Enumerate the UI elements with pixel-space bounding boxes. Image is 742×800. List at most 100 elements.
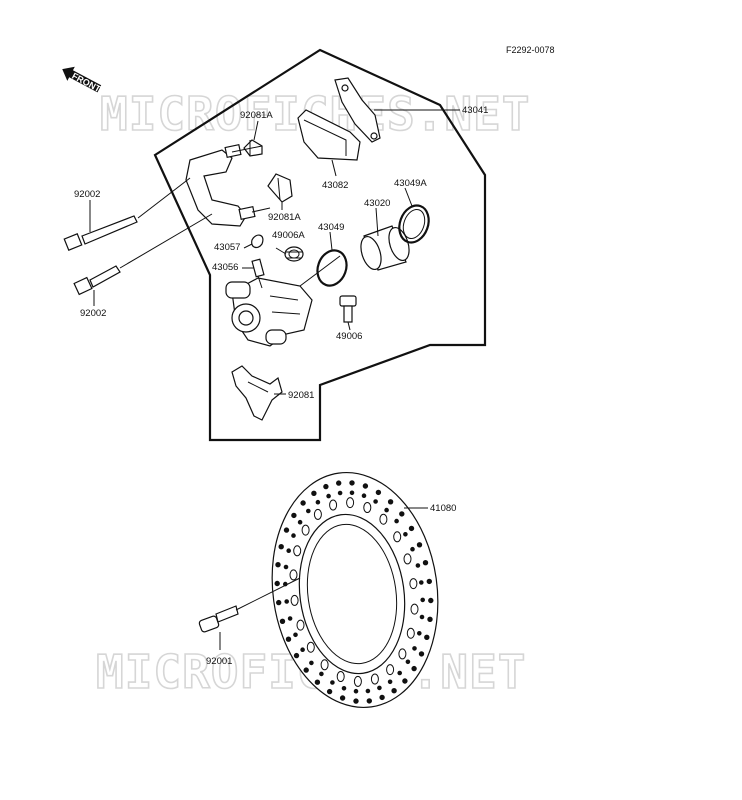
disc-hole (276, 599, 282, 606)
pad-spring-bottom (231, 365, 283, 421)
caliper-enclosure (153, 48, 487, 442)
disc-hole (403, 553, 412, 565)
label-92002-bottom: 92002 (80, 308, 106, 319)
disc-hole (422, 560, 429, 566)
disc-hole (275, 562, 281, 568)
piston-seal-outer (398, 204, 430, 244)
disc-hole (353, 698, 359, 704)
disc-hole (323, 483, 329, 490)
disc-hole (377, 685, 382, 691)
disc-hole (290, 594, 299, 606)
disc-hole (419, 614, 425, 620)
disc-hole (341, 686, 347, 691)
disc-hole (399, 511, 405, 517)
label-92081a-mid: 92081A (268, 212, 301, 223)
disc-hole (418, 651, 425, 657)
caliper-holder-bolt-top (63, 215, 138, 251)
disc-hole (361, 493, 367, 499)
disc-hole (424, 634, 430, 640)
disc-hole (419, 580, 424, 585)
disc-hole (283, 564, 289, 570)
disc-hole (311, 490, 317, 496)
disc-hole (373, 499, 378, 504)
front-arrow-icon: FRONT (62, 66, 103, 95)
bleeder-cap (251, 234, 264, 249)
piston (360, 225, 410, 271)
disc-hole (274, 580, 280, 587)
disc-hole (397, 670, 403, 676)
disc-hole (410, 546, 415, 552)
disc-hole (363, 502, 372, 513)
disc-hole (301, 524, 310, 536)
disc-hole (417, 631, 422, 636)
disc-hole (293, 652, 300, 659)
disc-hole (283, 527, 290, 533)
disc-hole (320, 659, 329, 671)
disc-hole (315, 499, 321, 505)
disc-hole (362, 483, 369, 489)
disc-hole (326, 688, 333, 695)
disc-hole (326, 493, 331, 499)
disc-hole (278, 544, 284, 550)
boot (284, 246, 304, 262)
disc-hole (300, 647, 305, 653)
disc-hole (287, 616, 293, 621)
disc-hole (306, 508, 311, 514)
disc-bolt (198, 577, 301, 650)
disc-hole (365, 688, 371, 694)
label-41080: 41080 (430, 503, 456, 514)
disc-hole (387, 679, 393, 685)
pad-assembly (334, 77, 381, 143)
disc-hole (289, 569, 298, 581)
label-92001: 92001 (206, 656, 232, 667)
disc-hole (416, 542, 423, 548)
disc-hole (366, 698, 372, 704)
disc-hole (291, 533, 296, 538)
disc-hole (386, 664, 395, 676)
piston-seal (316, 249, 348, 287)
disc-hole (330, 680, 335, 685)
disc-hole (314, 679, 321, 685)
bleeder-valve (251, 258, 265, 289)
disc-hole (412, 646, 417, 651)
disc-hole (293, 632, 298, 638)
disc-hole (349, 490, 355, 496)
label-49006: 49006 (336, 331, 362, 342)
label-43049a: 43049A (394, 178, 427, 189)
disc-hole (313, 508, 322, 520)
disc-hole (319, 671, 324, 677)
disc-hole (339, 695, 346, 701)
disc-hole (428, 597, 434, 604)
caliper-bracket (185, 143, 271, 227)
disc-hole (284, 599, 290, 604)
label-43049: 43049 (318, 222, 344, 233)
disc-hole (353, 688, 359, 694)
disc-hole (279, 618, 286, 624)
pad-spring-mid (267, 173, 293, 203)
disc-hole (300, 500, 306, 506)
disc-hole (379, 513, 388, 525)
disc-hole (291, 512, 297, 519)
label-43020: 43020 (364, 198, 390, 209)
pad-set (297, 109, 361, 161)
disc-hole (420, 597, 426, 603)
leader-lines-caliper (89, 109, 460, 395)
disc-hole (393, 531, 402, 543)
disc-hole (353, 675, 362, 687)
disc-hole (415, 563, 421, 568)
label-43041: 43041 (462, 105, 488, 116)
disc-hole (398, 648, 407, 660)
label-43057: 43057 (214, 242, 240, 253)
disc-hole (394, 518, 399, 524)
disc-hole (370, 673, 379, 685)
disc-hole (379, 694, 385, 701)
disc-hole (405, 659, 411, 665)
label-92081: 92081 (288, 390, 314, 401)
disc-hole (297, 519, 303, 525)
label-49006a: 49006A (272, 230, 305, 241)
caliper-body (225, 277, 313, 347)
front-label: FRONT (70, 71, 103, 95)
disc-hole (309, 660, 314, 666)
label-92081a-top: 92081A (240, 110, 273, 121)
